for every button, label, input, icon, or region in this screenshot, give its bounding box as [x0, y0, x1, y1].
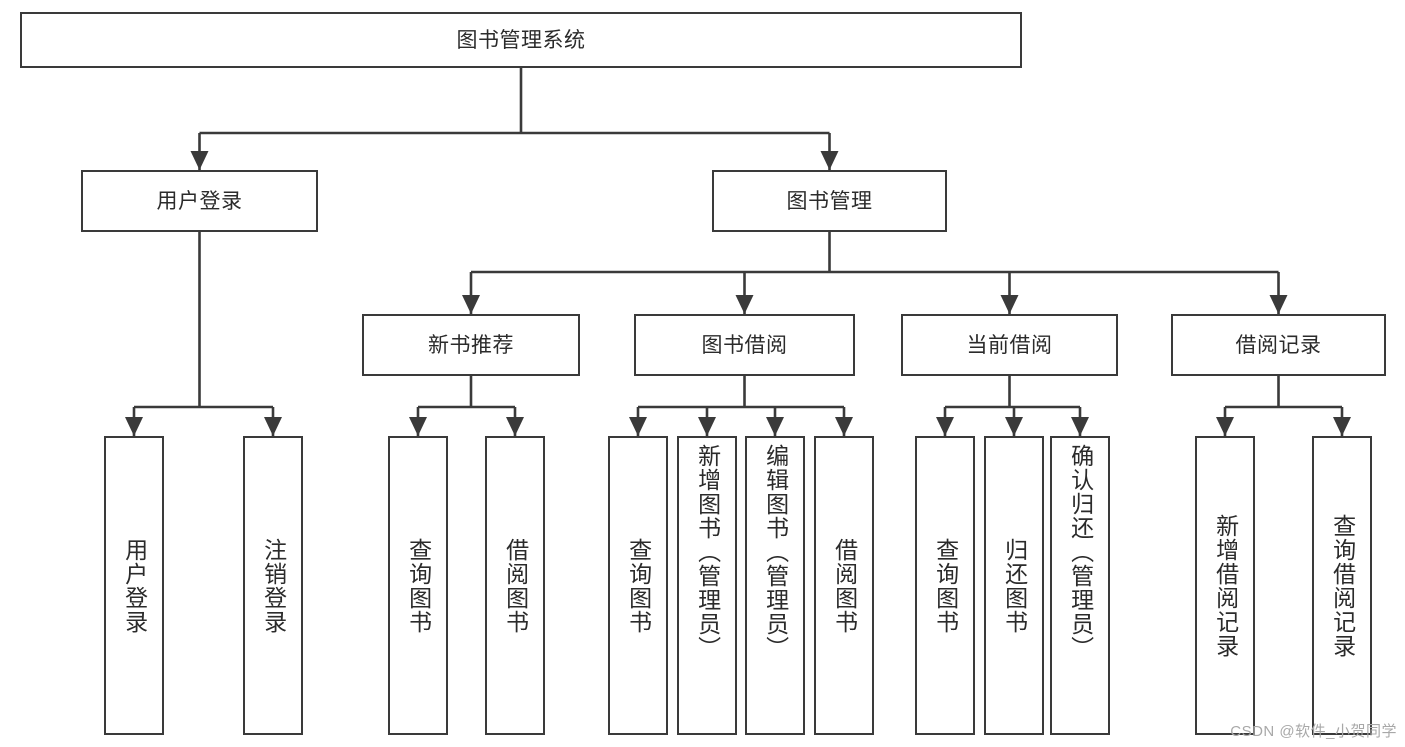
arrow-head-icon — [506, 417, 524, 436]
node-book-management[interactable]: 图书管理 — [712, 170, 947, 232]
node-label: 查询图书 — [932, 537, 959, 634]
node-label: 新书推荐 — [428, 333, 514, 357]
node-label: 图书管理系统 — [456, 28, 586, 52]
node-label: 借阅图书 — [831, 537, 858, 634]
arrow-head-icon — [936, 417, 954, 436]
arrow-head-icon — [698, 417, 716, 436]
node-current-borrow[interactable]: 当前借阅 — [901, 314, 1118, 376]
node-label: 查询借阅记录 — [1329, 513, 1356, 658]
node-label: 图书管理 — [786, 189, 873, 213]
arrow-head-icon — [190, 151, 209, 170]
node-borrow-record[interactable]: 借阅记录 — [1171, 314, 1386, 376]
node-user-login[interactable]: 用户登录 — [81, 170, 318, 232]
leaf-leaf-query-borrow-record[interactable]: 查询借阅记录 — [1312, 436, 1372, 735]
arrow-head-icon — [1071, 417, 1089, 436]
node-label: 新增借阅记录 — [1212, 513, 1239, 658]
node-label: 用户登录 — [121, 537, 148, 634]
node-label: 查询图书 — [625, 537, 652, 634]
arrow-head-icon — [1005, 417, 1023, 436]
leaf-leaf-logout[interactable]: 注销登录 — [243, 436, 303, 735]
node-new-book-recommend[interactable]: 新书推荐 — [362, 314, 580, 376]
arrow-head-icon — [1269, 295, 1288, 314]
node-label: 注销登录 — [260, 537, 287, 634]
node-label: 图书借阅 — [701, 333, 788, 357]
node-label: 借阅图书 — [502, 537, 529, 634]
node-label: 确认归还（管理员） — [1067, 444, 1094, 660]
arrow-head-icon — [1333, 417, 1351, 436]
watermark-text: CSDN @软件_小贺同学 — [1230, 723, 1397, 740]
arrow-head-icon — [1216, 417, 1234, 436]
arrow-head-icon — [735, 295, 754, 314]
leaf-leaf-edit-book-admin[interactable]: 编辑图书（管理员） — [745, 436, 805, 735]
arrow-head-icon — [264, 417, 282, 436]
node-label: 查询图书 — [405, 537, 432, 634]
arrow-head-icon — [125, 417, 143, 436]
leaf-leaf-borrow-books-1[interactable]: 借阅图书 — [485, 436, 545, 735]
node-label: 编辑图书（管理员） — [762, 444, 789, 660]
arrow-head-icon — [820, 151, 839, 170]
node-label: 归还图书 — [1001, 537, 1028, 634]
node-label: 用户登录 — [156, 189, 243, 213]
arrow-head-icon — [1000, 295, 1019, 314]
leaf-leaf-return-books[interactable]: 归还图书 — [984, 436, 1044, 735]
leaf-leaf-confirm-return-admin[interactable]: 确认归还（管理员） — [1050, 436, 1110, 735]
leaf-leaf-user-login[interactable]: 用户登录 — [104, 436, 164, 735]
arrow-head-icon — [462, 295, 480, 314]
leaf-leaf-query-books-2[interactable]: 查询图书 — [608, 436, 668, 735]
arrow-head-icon — [409, 417, 427, 436]
leaf-leaf-add-book-admin[interactable]: 新增图书（管理员） — [677, 436, 737, 735]
leaf-leaf-add-borrow-record[interactable]: 新增借阅记录 — [1195, 436, 1255, 735]
arrow-head-icon — [835, 417, 853, 436]
node-label: 新增图书（管理员） — [694, 444, 721, 660]
leaf-leaf-query-books-3[interactable]: 查询图书 — [915, 436, 975, 735]
node-label: 当前借阅 — [966, 333, 1053, 357]
arrow-head-icon — [766, 417, 784, 436]
node-book-borrow[interactable]: 图书借阅 — [634, 314, 855, 376]
node-label: 借阅记录 — [1235, 333, 1322, 357]
node-root[interactable]: 图书管理系统 — [20, 12, 1022, 68]
leaf-leaf-query-books-1[interactable]: 查询图书 — [388, 436, 448, 735]
leaf-leaf-borrow-books-2[interactable]: 借阅图书 — [814, 436, 874, 735]
arrow-head-icon — [629, 417, 647, 436]
